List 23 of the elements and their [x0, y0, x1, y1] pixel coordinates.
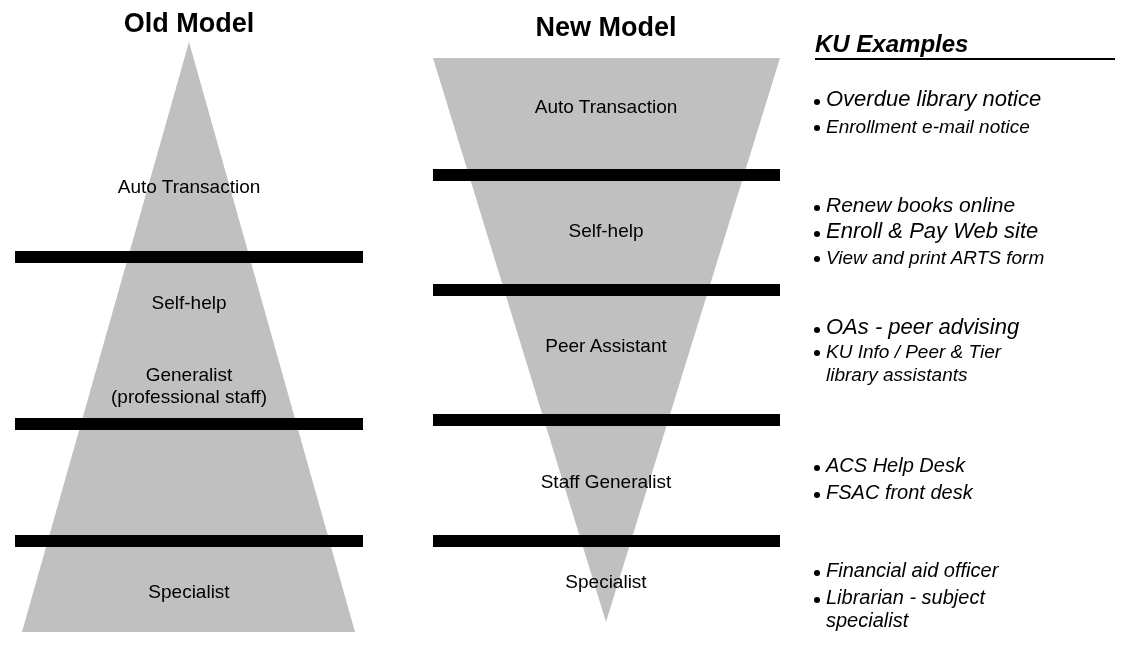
tier-label: Peer Assistant — [545, 335, 667, 357]
example-bullet: OAs - peer advising — [812, 315, 1125, 338]
tier-label: Staff Generalist — [540, 471, 672, 493]
example-bullet: Enrollment e-mail notice — [812, 115, 1125, 138]
example-bullet: Enroll & Pay Web site — [812, 219, 1125, 242]
tier-label: Auto Transaction — [534, 96, 678, 118]
model-heading: Old Model — [123, 8, 255, 39]
tier-label: Self-help — [568, 220, 644, 242]
model-heading: New Model — [535, 12, 677, 43]
example-bullet: Librarian - subject specialist — [812, 586, 1041, 632]
example-bullet: FSAC front desk — [812, 481, 1125, 504]
tier-label: Specialist — [148, 581, 230, 603]
column-heading: KU Examples — [815, 30, 1115, 60]
tier-label: Specialist — [565, 571, 647, 593]
tier-label: Generalist (professional staff) — [99, 364, 279, 408]
tier-label: Self-help — [151, 292, 227, 314]
example-bullet: KU Info / Peer & Tier library assistants — [812, 340, 1041, 386]
example-bullet: Renew books online — [812, 193, 1125, 216]
example-bullet: Overdue library notice — [812, 87, 1125, 110]
tier-label: Auto Transaction — [117, 176, 261, 198]
example-bullet: ACS Help Desk — [812, 454, 1125, 477]
example-bullet: Financial aid officer — [812, 559, 1125, 582]
example-bullet: View and print ARTS form — [812, 246, 1125, 269]
